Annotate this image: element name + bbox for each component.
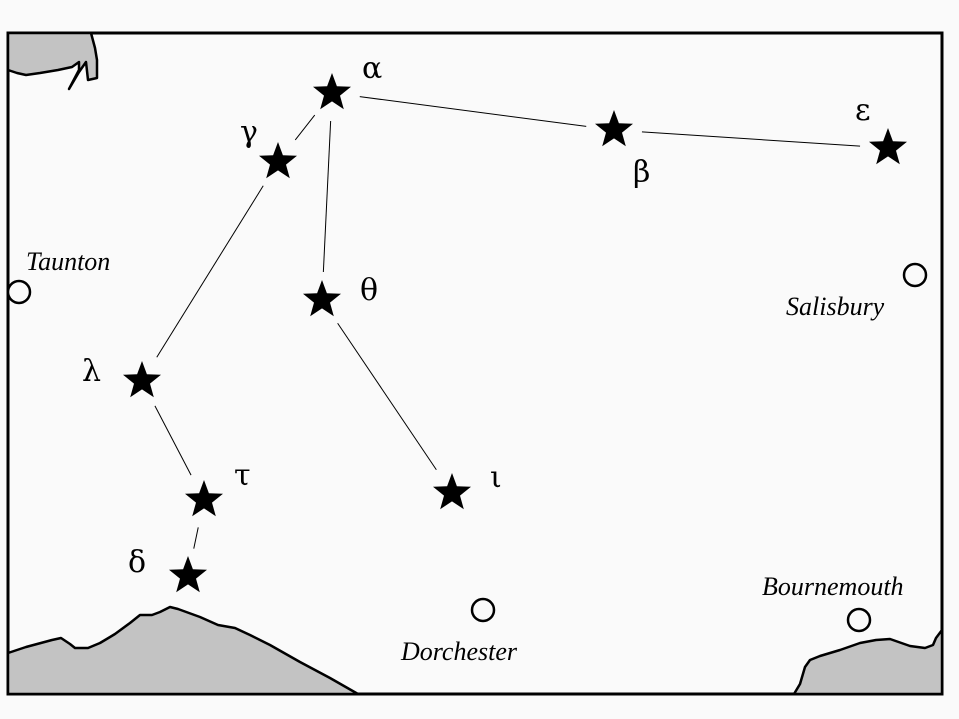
star-icon: [869, 128, 907, 165]
star-icon: [123, 361, 161, 398]
constellation-line-theta-iota: [337, 322, 437, 471]
star-theta: θ: [303, 273, 378, 317]
town-dorchester: Dorchester: [400, 597, 518, 666]
constellation-line-alpha-beta: [359, 96, 587, 127]
map-frame: [6, 31, 944, 696]
constellation-line-gamma-lambda: [156, 185, 264, 358]
star-epsilon: ε: [855, 93, 907, 165]
star-label: τ: [234, 458, 251, 493]
star-label: ι: [490, 460, 502, 495]
star-label: β: [633, 155, 650, 190]
town-label: Taunton: [26, 247, 110, 276]
star-label: γ: [240, 115, 258, 150]
land-bottom-left: [6, 605, 360, 696]
town-marker-icon: [846, 607, 872, 633]
constellation-line-alpha-theta: [322, 120, 332, 273]
star-gamma: γ: [240, 115, 297, 179]
star-lambda: λ: [82, 354, 161, 398]
constellation-lines: [154, 96, 861, 549]
land-bottom-right: [792, 628, 944, 696]
star-label: λ: [82, 354, 101, 389]
star-alpha: α: [313, 51, 382, 110]
town-taunton: Taunton: [6, 247, 110, 305]
constellation-line-beta-epsilon: [641, 131, 861, 147]
stars: α β γ δ ε θ ι λ τ: [82, 51, 907, 593]
town-marker-icon: [902, 262, 928, 288]
star-icon: [185, 480, 223, 517]
star-icon: [303, 280, 341, 317]
town-label: Bournemouth: [762, 572, 904, 601]
town-marker-icon: [470, 597, 496, 623]
land-top-left: [6, 31, 99, 91]
town-bournemouth: Bournemouth: [762, 572, 904, 633]
town-salisbury: Salisbury: [786, 262, 928, 321]
star-tau: τ: [185, 458, 251, 517]
town-marker-icon: [6, 279, 32, 305]
star-icon: [433, 473, 471, 510]
town-label: Dorchester: [400, 637, 518, 666]
town-label: Salisbury: [786, 292, 885, 321]
constellation-line-tau-delta: [193, 527, 199, 549]
star-label: θ: [360, 273, 378, 308]
star-delta: δ: [128, 545, 207, 593]
star-label: α: [362, 51, 382, 86]
star-label: δ: [128, 545, 146, 580]
star-beta: β: [595, 110, 650, 190]
star-icon: [169, 556, 207, 593]
star-label: ε: [855, 93, 871, 128]
star-icon: [313, 73, 351, 110]
constellation-line-lambda-tau: [154, 405, 192, 476]
star-icon: [259, 142, 297, 179]
star-icon: [595, 110, 633, 147]
constellation-line-alpha-gamma: [294, 114, 316, 141]
star-iota: ι: [433, 460, 502, 510]
